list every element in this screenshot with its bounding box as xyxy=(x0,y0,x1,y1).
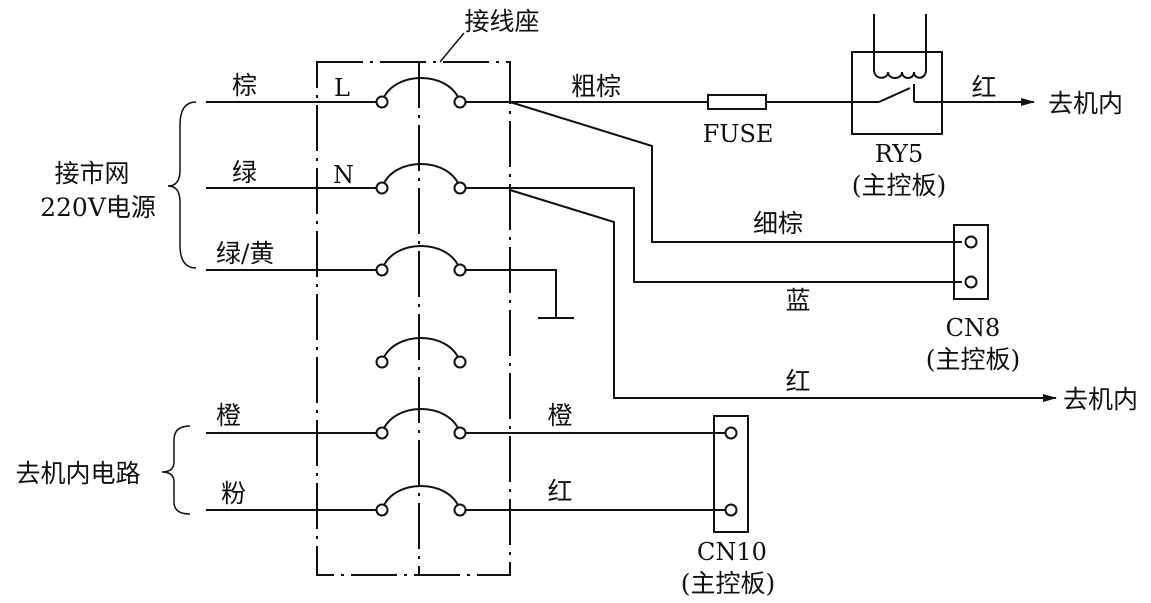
wire-label-orange-in: 橙 xyxy=(216,401,241,430)
relay-board-label: (主控板) xyxy=(852,171,947,200)
fuse xyxy=(707,94,767,110)
terminal-letter-l: L xyxy=(334,74,350,102)
source-label-line1: 接市网 xyxy=(54,159,129,188)
wire-label-thick-brown: 粗棕 xyxy=(571,72,621,101)
wire-label-pink: 粉 xyxy=(221,479,246,508)
source-label-line2: 220V电源 xyxy=(40,193,156,222)
terminal-row-6 xyxy=(375,485,467,517)
cn8-label: CN8 xyxy=(946,314,1001,342)
destination-top: 去机内 xyxy=(1048,89,1123,118)
wire-label-brown: 棕 xyxy=(232,71,257,100)
load-group-label: 去机内电路 xyxy=(15,459,140,488)
load-group-brace xyxy=(161,425,191,515)
output-wires xyxy=(466,98,1057,511)
connector-cn10 xyxy=(713,415,749,533)
wire-label-thin-brown: 细棕 xyxy=(753,209,803,238)
wire-label-green: 绿 xyxy=(232,158,257,187)
terminal-letter-n: N xyxy=(333,161,354,189)
terminal-block-title: 接线座 xyxy=(464,7,539,36)
connector-cn8 xyxy=(953,224,989,300)
terminal-row-3 xyxy=(375,245,467,277)
wire-label-orange-out: 橙 xyxy=(547,401,572,430)
terminal-row-1 xyxy=(375,77,467,109)
terminal-block: 接线座 xyxy=(316,7,540,576)
wire-label-red-mid: 红 xyxy=(785,367,810,396)
cn10-board-label: (主控板) xyxy=(681,569,776,598)
relay-label: RY5 xyxy=(875,140,923,168)
wire-label-red-top: 红 xyxy=(971,73,996,102)
terminal-row-5 xyxy=(375,408,467,440)
relay-ry5 xyxy=(851,14,943,135)
terminal-row-2 xyxy=(375,163,467,195)
wire-label-blue: 蓝 xyxy=(785,286,810,315)
terminal-row-4 xyxy=(375,337,467,369)
cn10-label: CN10 xyxy=(697,538,767,566)
source-brace xyxy=(167,101,197,269)
wire-label-red-bottom: 红 xyxy=(547,477,572,506)
input-wires xyxy=(206,101,376,511)
fuse-label: FUSE xyxy=(703,120,774,148)
destination-mid: 去机内 xyxy=(1063,385,1138,414)
wire-label-green-yellow: 绿/黄 xyxy=(216,239,274,268)
cn8-board-label: (主控板) xyxy=(926,345,1021,374)
